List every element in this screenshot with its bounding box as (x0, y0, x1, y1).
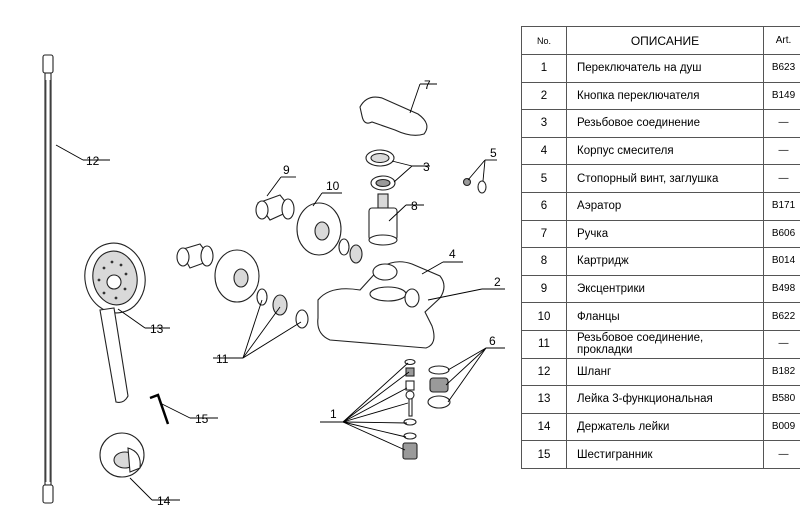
flanges (214, 202, 342, 303)
shower-holder (99, 432, 145, 478)
row-no: 6 (521, 191, 567, 221)
exploded-view-diagram: 12 13 15 14 7 3 5 8 9 10 4 2 11 1 6 (42, 54, 505, 508)
row-description: Кнопка переключателя (566, 81, 764, 111)
row-description: Лейка 3-функциональная (566, 385, 764, 414)
row-art: B622 (763, 302, 800, 331)
row-art: B149 (763, 81, 800, 111)
callout-6: 6 (489, 334, 496, 348)
row-no: 12 (521, 357, 567, 387)
callout-7: 7 (424, 78, 431, 92)
row-description: Переключатель на душ (566, 54, 764, 83)
shower-hose (42, 54, 54, 504)
callout-12: 12 (86, 154, 100, 168)
header-no: No. (521, 26, 567, 55)
row-description: Аэратор (566, 191, 764, 221)
hex-key (149, 393, 170, 425)
row-description: Резьбовое соединение (566, 109, 764, 138)
callout-1: 1 (330, 407, 337, 421)
header-art: Art. (763, 26, 800, 55)
callout-3: 3 (423, 160, 430, 174)
row-art: B182 (763, 357, 800, 387)
row-art: B606 (763, 219, 800, 249)
row-art: B014 (763, 247, 800, 276)
row-art: — (763, 164, 800, 193)
row-description: Резьбовое соединение, прокладки (566, 329, 764, 359)
eccentrics (176, 194, 295, 269)
stop-screw-plug (462, 177, 487, 194)
row-no: 8 (521, 247, 567, 276)
thread-connection (365, 149, 396, 191)
row-description: Эксцентрики (566, 274, 764, 304)
callout-9: 9 (283, 163, 290, 177)
row-no: 4 (521, 136, 567, 166)
callout-13: 13 (150, 322, 164, 336)
mixer-body (317, 261, 445, 349)
row-description: Шланг (566, 357, 764, 387)
row-no: 7 (521, 219, 567, 249)
mixer-handle (359, 96, 428, 136)
aerator (427, 365, 451, 409)
row-description: Шестигранник (566, 440, 764, 469)
row-no: 9 (521, 274, 567, 304)
row-no: 1 (521, 54, 567, 83)
callout-2: 2 (494, 275, 501, 289)
row-no: 13 (521, 385, 567, 414)
row-art: B009 (763, 412, 800, 442)
row-art: — (763, 440, 800, 469)
callout-14: 14 (157, 494, 171, 508)
row-art: B171 (763, 191, 800, 221)
callout-8: 8 (411, 199, 418, 213)
row-art: B580 (763, 385, 800, 414)
row-art: — (763, 109, 800, 138)
row-no: 3 (521, 109, 567, 138)
row-art: B623 (763, 54, 800, 83)
row-description: Ручка (566, 219, 764, 249)
row-no: 2 (521, 81, 567, 111)
row-no: 10 (521, 302, 567, 331)
callout-11: 11 (216, 352, 229, 366)
leader-lines (55, 83, 505, 501)
row-description: Фланцы (566, 302, 764, 331)
row-description: Корпус смесителя (566, 136, 764, 166)
thread-connections-gaskets (256, 238, 363, 329)
cartridge (368, 193, 398, 246)
row-description: Держатель лейки (566, 412, 764, 442)
row-art: — (763, 136, 800, 166)
row-no: 5 (521, 164, 567, 193)
callout-5: 5 (490, 146, 497, 160)
callout-4: 4 (449, 247, 456, 261)
row-art: B498 (763, 274, 800, 304)
callout-15: 15 (195, 412, 209, 426)
row-no: 14 (521, 412, 567, 442)
row-description: Стопорный винт, заглушка (566, 164, 764, 193)
hand-shower (84, 242, 146, 403)
row-no: 11 (521, 329, 567, 359)
row-description: Картридж (566, 247, 764, 276)
row-art: — (763, 329, 800, 359)
table-header-row: No. ОПИСАНИЕ Art. (521, 26, 800, 55)
callout-10: 10 (326, 179, 340, 193)
header-description: ОПИСАНИЕ (566, 26, 764, 55)
row-no: 15 (521, 440, 567, 469)
